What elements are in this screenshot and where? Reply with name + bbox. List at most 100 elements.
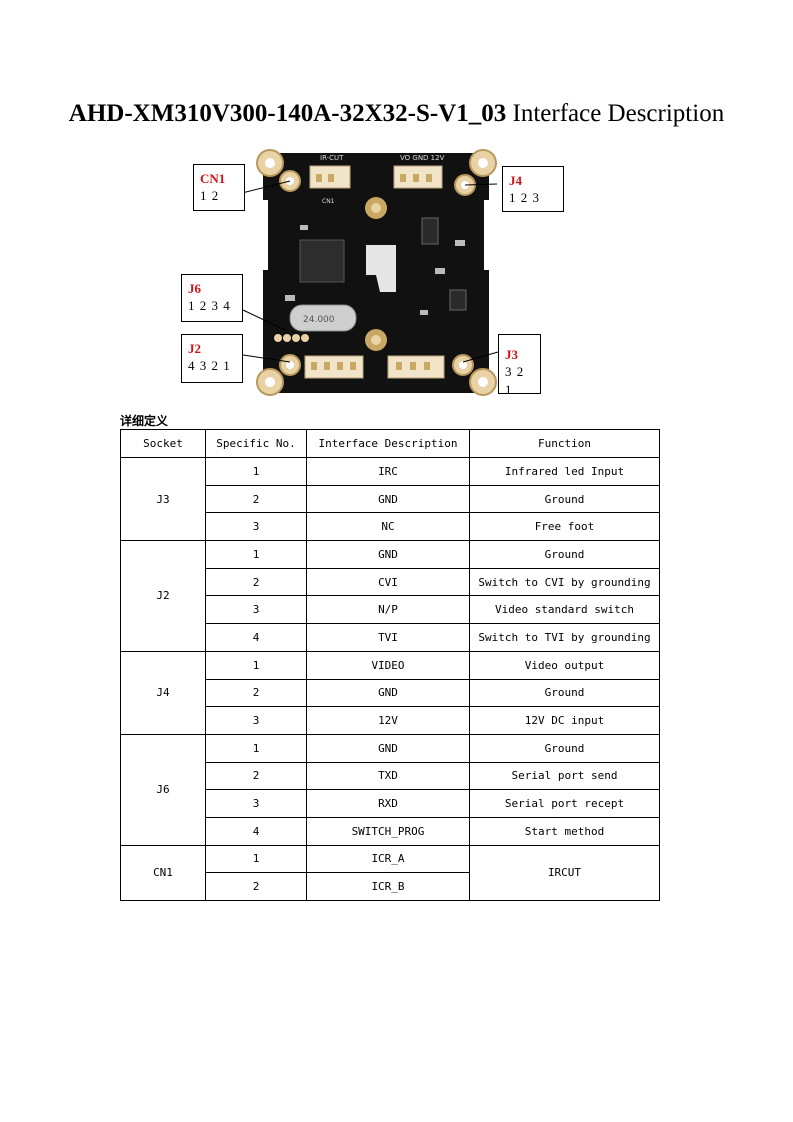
table-row: J6 1 GND Ground (120, 733, 660, 846)
callout-j4-pins: 1 2 3 (509, 190, 540, 205)
socket-cell: J3 (120, 456, 206, 542)
pin-no: 4 (205, 816, 307, 846)
pin-func: Ground (469, 733, 660, 763)
pin-no: 1 (205, 457, 307, 486)
table-row: 2 GND Ground (121, 484, 660, 514)
callout-j2: J2 4 3 2 1 (181, 334, 243, 383)
pin-desc: SWITCH_PROG (306, 816, 470, 846)
pin-desc: N/P (306, 595, 470, 625)
silkscreen-ircut: IR-CUT (320, 154, 344, 162)
pcb-figure: IR-CUT VO GND 12V CN1 24.000 (0, 0, 793, 410)
pin-desc: VIDEO (306, 650, 470, 680)
pin-func: Free foot (469, 512, 660, 542)
pin-func: Ground (469, 678, 660, 708)
pin-no: 3 (205, 595, 307, 625)
pin-desc: 12V (306, 706, 470, 735)
page-title: AHD-XM310V300-140A-32X32-S-V1_03 Interfa… (0, 100, 793, 128)
header-function: Function (469, 429, 660, 458)
table-row: 4 TVI Switch to TVI by grounding (121, 623, 660, 652)
table-row: 3 12V 12V DC input (121, 706, 660, 735)
callout-j3: J3 3 2 1 (498, 334, 541, 397)
pin-no: 2 (205, 484, 307, 514)
callout-cn1-name: CN1 (200, 171, 226, 186)
pin-desc: TXD (306, 761, 470, 791)
header-specific-no: Specific No. (205, 429, 307, 458)
pin-no: 1 (205, 540, 307, 569)
silkscreen-power: VO GND 12V (400, 154, 445, 162)
sensor-pad (366, 245, 396, 292)
table-row: 2 CVI Switch to CVI by grounding (121, 567, 660, 597)
pin-desc: GND (306, 733, 470, 763)
pin-no: 2 (205, 761, 307, 791)
table-row: J3 1 IRC Infrared led Input (120, 456, 660, 542)
callout-j2-pins: 4 3 2 1 (188, 358, 231, 373)
pin-desc: ICR_B (306, 872, 470, 901)
title-suffix: Interface Description (506, 100, 725, 127)
callout-j6-pins: 1 2 3 4 (188, 298, 231, 313)
pin-func: Video standard switch (469, 595, 660, 625)
socket-cell: J6 (120, 733, 206, 846)
table-row: 3 N/P Video standard switch (121, 595, 660, 625)
pin-no: 1 (205, 733, 307, 763)
pin-func: Infrared led Input (469, 457, 660, 486)
callout-j6-name: J6 (188, 281, 201, 296)
pin-func: Switch to CVI by grounding (469, 567, 660, 597)
pin-desc: NC (306, 512, 470, 542)
table-row: 2 TXD Serial port send (121, 761, 660, 791)
pin-no: 3 (205, 706, 307, 735)
table-row: 3 NC Free foot (121, 512, 660, 542)
pin-no: 1 (205, 650, 307, 680)
socket-cell: J4 (120, 650, 206, 735)
pin-func: Video output (469, 650, 660, 680)
table-row: CN1 1 ICR_A IRCUT (120, 844, 660, 902)
pcb-board-image: IR-CUT VO GND 12V CN1 24.000 (229, 149, 499, 396)
callout-cn1: CN1 1 2 (193, 164, 245, 211)
header-socket: Socket (120, 429, 206, 458)
pin-desc: GND (306, 678, 470, 708)
pin-desc: IRC (306, 457, 470, 486)
pin-func: 12V DC input (469, 706, 660, 735)
table-row: 3 RXD Serial port recept (121, 789, 660, 818)
interface-table: Socket Specific No. Interface Descriptio… (120, 429, 660, 902)
pin-desc: GND (306, 540, 470, 569)
section-label: 详细定义 (120, 414, 169, 428)
pin-func: Serial port send (469, 761, 660, 791)
pin-func: Start method (469, 816, 660, 846)
pin-desc: ICR_A (306, 844, 470, 874)
main-chip (299, 239, 345, 283)
callout-j4-name: J4 (509, 173, 522, 188)
pad-j6 (274, 334, 282, 342)
table-row: 4 SWITCH_PROG Start method (121, 816, 660, 846)
mounting-hole-icon (256, 149, 497, 396)
socket-cell: CN1 (120, 844, 206, 902)
connector-j2 (304, 355, 364, 379)
pin-func: Ground (469, 540, 660, 569)
table-row: J2 1 GND Ground (120, 540, 660, 652)
pin-desc: TVI (306, 623, 470, 652)
pin-no: 2 (205, 872, 307, 901)
pin-no: 3 (205, 512, 307, 542)
pin-no: 1 (205, 844, 307, 874)
pin-desc: RXD (306, 789, 470, 818)
table-header-row: Socket Specific No. Interface Descriptio… (120, 429, 660, 458)
callout-j2-name: J2 (188, 341, 201, 356)
pin-func: Serial port recept (469, 789, 660, 818)
callout-j3-name: J3 (505, 347, 518, 362)
callout-j6: J6 1 2 3 4 (181, 274, 243, 322)
table-row: J4 1 VIDEO Video output (120, 650, 660, 735)
crystal-label: 24.000 (303, 315, 335, 325)
pin-desc: CVI (306, 567, 470, 597)
silkscreen-cn1: CN1 (322, 198, 335, 205)
crystal (289, 304, 357, 332)
title-model: AHD-XM310V300-140A-32X32-S-V1_03 (68, 100, 507, 127)
pin-no: 3 (205, 789, 307, 818)
pin-func: Ground (469, 484, 660, 514)
pin-func: IRCUT (469, 844, 660, 902)
table-row: 2 ICR_B (121, 872, 660, 901)
pin-no: 2 (205, 678, 307, 708)
callout-cn1-pins: 1 2 (200, 188, 220, 203)
pin-no: 4 (205, 623, 307, 652)
pin-desc: GND (306, 484, 470, 514)
pin-func: Switch to TVI by grounding (469, 623, 660, 652)
callout-j4: J4 1 2 3 (502, 166, 564, 212)
